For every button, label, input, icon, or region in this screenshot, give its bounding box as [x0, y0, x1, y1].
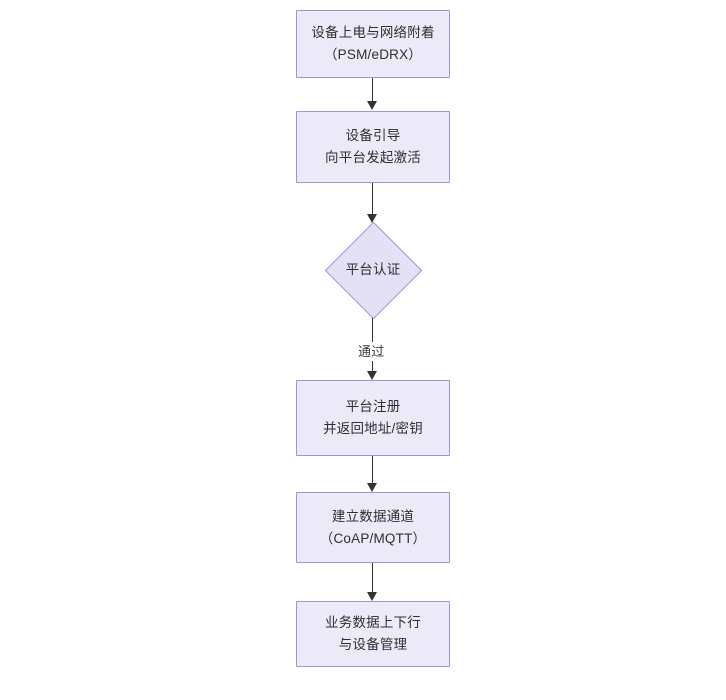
- flow-node-line: 平台注册: [345, 399, 401, 414]
- flow-node-line: （CoAP/MQTT）: [319, 530, 427, 546]
- flow-node-device-power-on[interactable]: 设备上电与网络附着 （PSM/eDRX）: [296, 10, 450, 78]
- flow-node-line: 业务数据上下行: [325, 615, 421, 630]
- flow-edge-n5-n6-line: [372, 563, 374, 593]
- flow-node-platform-register[interactable]: 平台注册 并返回地址/密钥: [296, 380, 450, 456]
- flow-node-line: 向平台发起激活: [325, 150, 421, 165]
- flow-node-line: 并返回地址/密钥: [323, 421, 423, 436]
- flow-node-platform-auth-decision[interactable]: 平台认证: [324, 221, 422, 319]
- flow-node-business-data[interactable]: 业务数据上下行 与设备管理: [296, 601, 450, 667]
- flow-edge-label-pass: 通过: [355, 342, 388, 361]
- flow-edge-n4-n5-line: [372, 456, 374, 484]
- flow-node-line: 设备引导: [345, 128, 401, 143]
- flow-node-line: （PSM/eDRX）: [323, 47, 423, 62]
- flow-edge-n2-n3-line: [372, 183, 374, 215]
- flow-node-line: 平台认证: [345, 262, 401, 277]
- flow-edge-n3-n4-arrowhead: [367, 371, 378, 380]
- flow-node-data-channel[interactable]: 建立数据通道 （CoAP/MQTT）: [296, 492, 450, 563]
- flow-node-line: 建立数据通道: [331, 508, 415, 524]
- flow-node-line: 与设备管理: [338, 637, 408, 652]
- flow-edge-n1-n2-line: [372, 78, 374, 102]
- flow-edge-n1-n2-arrowhead: [367, 101, 378, 110]
- flow-edge-n2-n3-arrowhead: [367, 214, 378, 223]
- flow-edge-n5-n6-arrowhead: [367, 592, 378, 601]
- flow-node-device-bootstrap[interactable]: 设备引导 向平台发起激活: [296, 111, 450, 183]
- flow-edge-n4-n5-arrowhead: [367, 483, 378, 492]
- flow-node-line: 设备上电与网络附着: [311, 25, 435, 40]
